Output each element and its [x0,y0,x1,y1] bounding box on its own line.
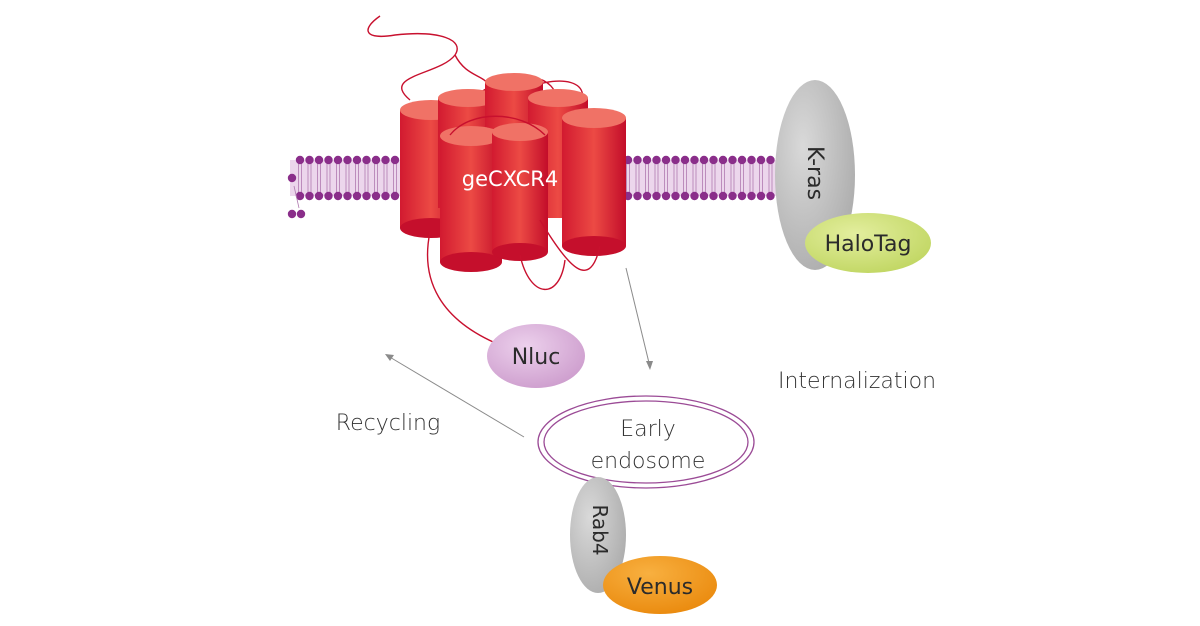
endosome-label-line1: Early [620,417,676,442]
lipid-left-2 [314,155,324,201]
lipid-right-1 [633,155,642,201]
lipid-right-6 [680,155,690,201]
lipid-left-5 [343,155,352,201]
intracellular-loop [519,219,601,290]
lipid-right-15 [766,155,775,201]
lipid-left-7 [362,155,371,201]
kras-label: K-ras [802,146,827,200]
lipid-bilayer [287,155,775,219]
lipid-right-9 [709,155,718,201]
rab4-shape [570,477,626,593]
top-loop [449,115,546,136]
lipid-right-8 [699,155,709,201]
lipid-right-5 [671,155,680,201]
lipid-left-10 [390,155,400,201]
endosome-label-line2: endosome [591,449,706,474]
lipid-right-4 [661,155,671,201]
halotag-label: HaloTag [825,232,912,257]
halotag-shape [805,213,931,273]
internalization-arrow [625,267,653,370]
lipid-right-13 [747,155,756,201]
early-endosome [537,395,755,489]
internalization-label: Internalization [778,369,936,394]
lipid-right-14 [756,155,766,201]
lipid-left-3 [324,155,333,201]
c-terminus-tail [426,231,501,346]
lipid-right-7 [690,155,699,201]
nluc-shape [487,324,585,388]
lipid-right-11 [728,155,737,201]
helix-front-2 [492,123,548,261]
lipid-right-12 [737,155,747,201]
recycling-label: Recycling [336,411,440,436]
lipid-right-2 [642,155,652,201]
recycling-arrow [385,354,525,438]
lipid-left-6 [352,155,362,201]
helix-front-1 [440,126,502,272]
lipid-right-3 [652,155,661,201]
receptor-label: geCXCR4 [462,167,558,191]
lipid-left-1 [305,155,314,201]
lipid-left-8 [371,155,381,201]
lipid-left-0 [295,155,305,201]
nluc-label: Nluc [512,345,561,370]
helix-front-3 [562,108,626,256]
lipid-left-9 [381,155,390,201]
lipid-fragment [287,173,306,219]
rab4-label: Rab4 [588,504,612,555]
lipid-right-10 [718,155,728,201]
lipid-left-4 [333,155,343,201]
venus-shape [603,556,717,614]
venus-label: Venus [627,575,693,600]
